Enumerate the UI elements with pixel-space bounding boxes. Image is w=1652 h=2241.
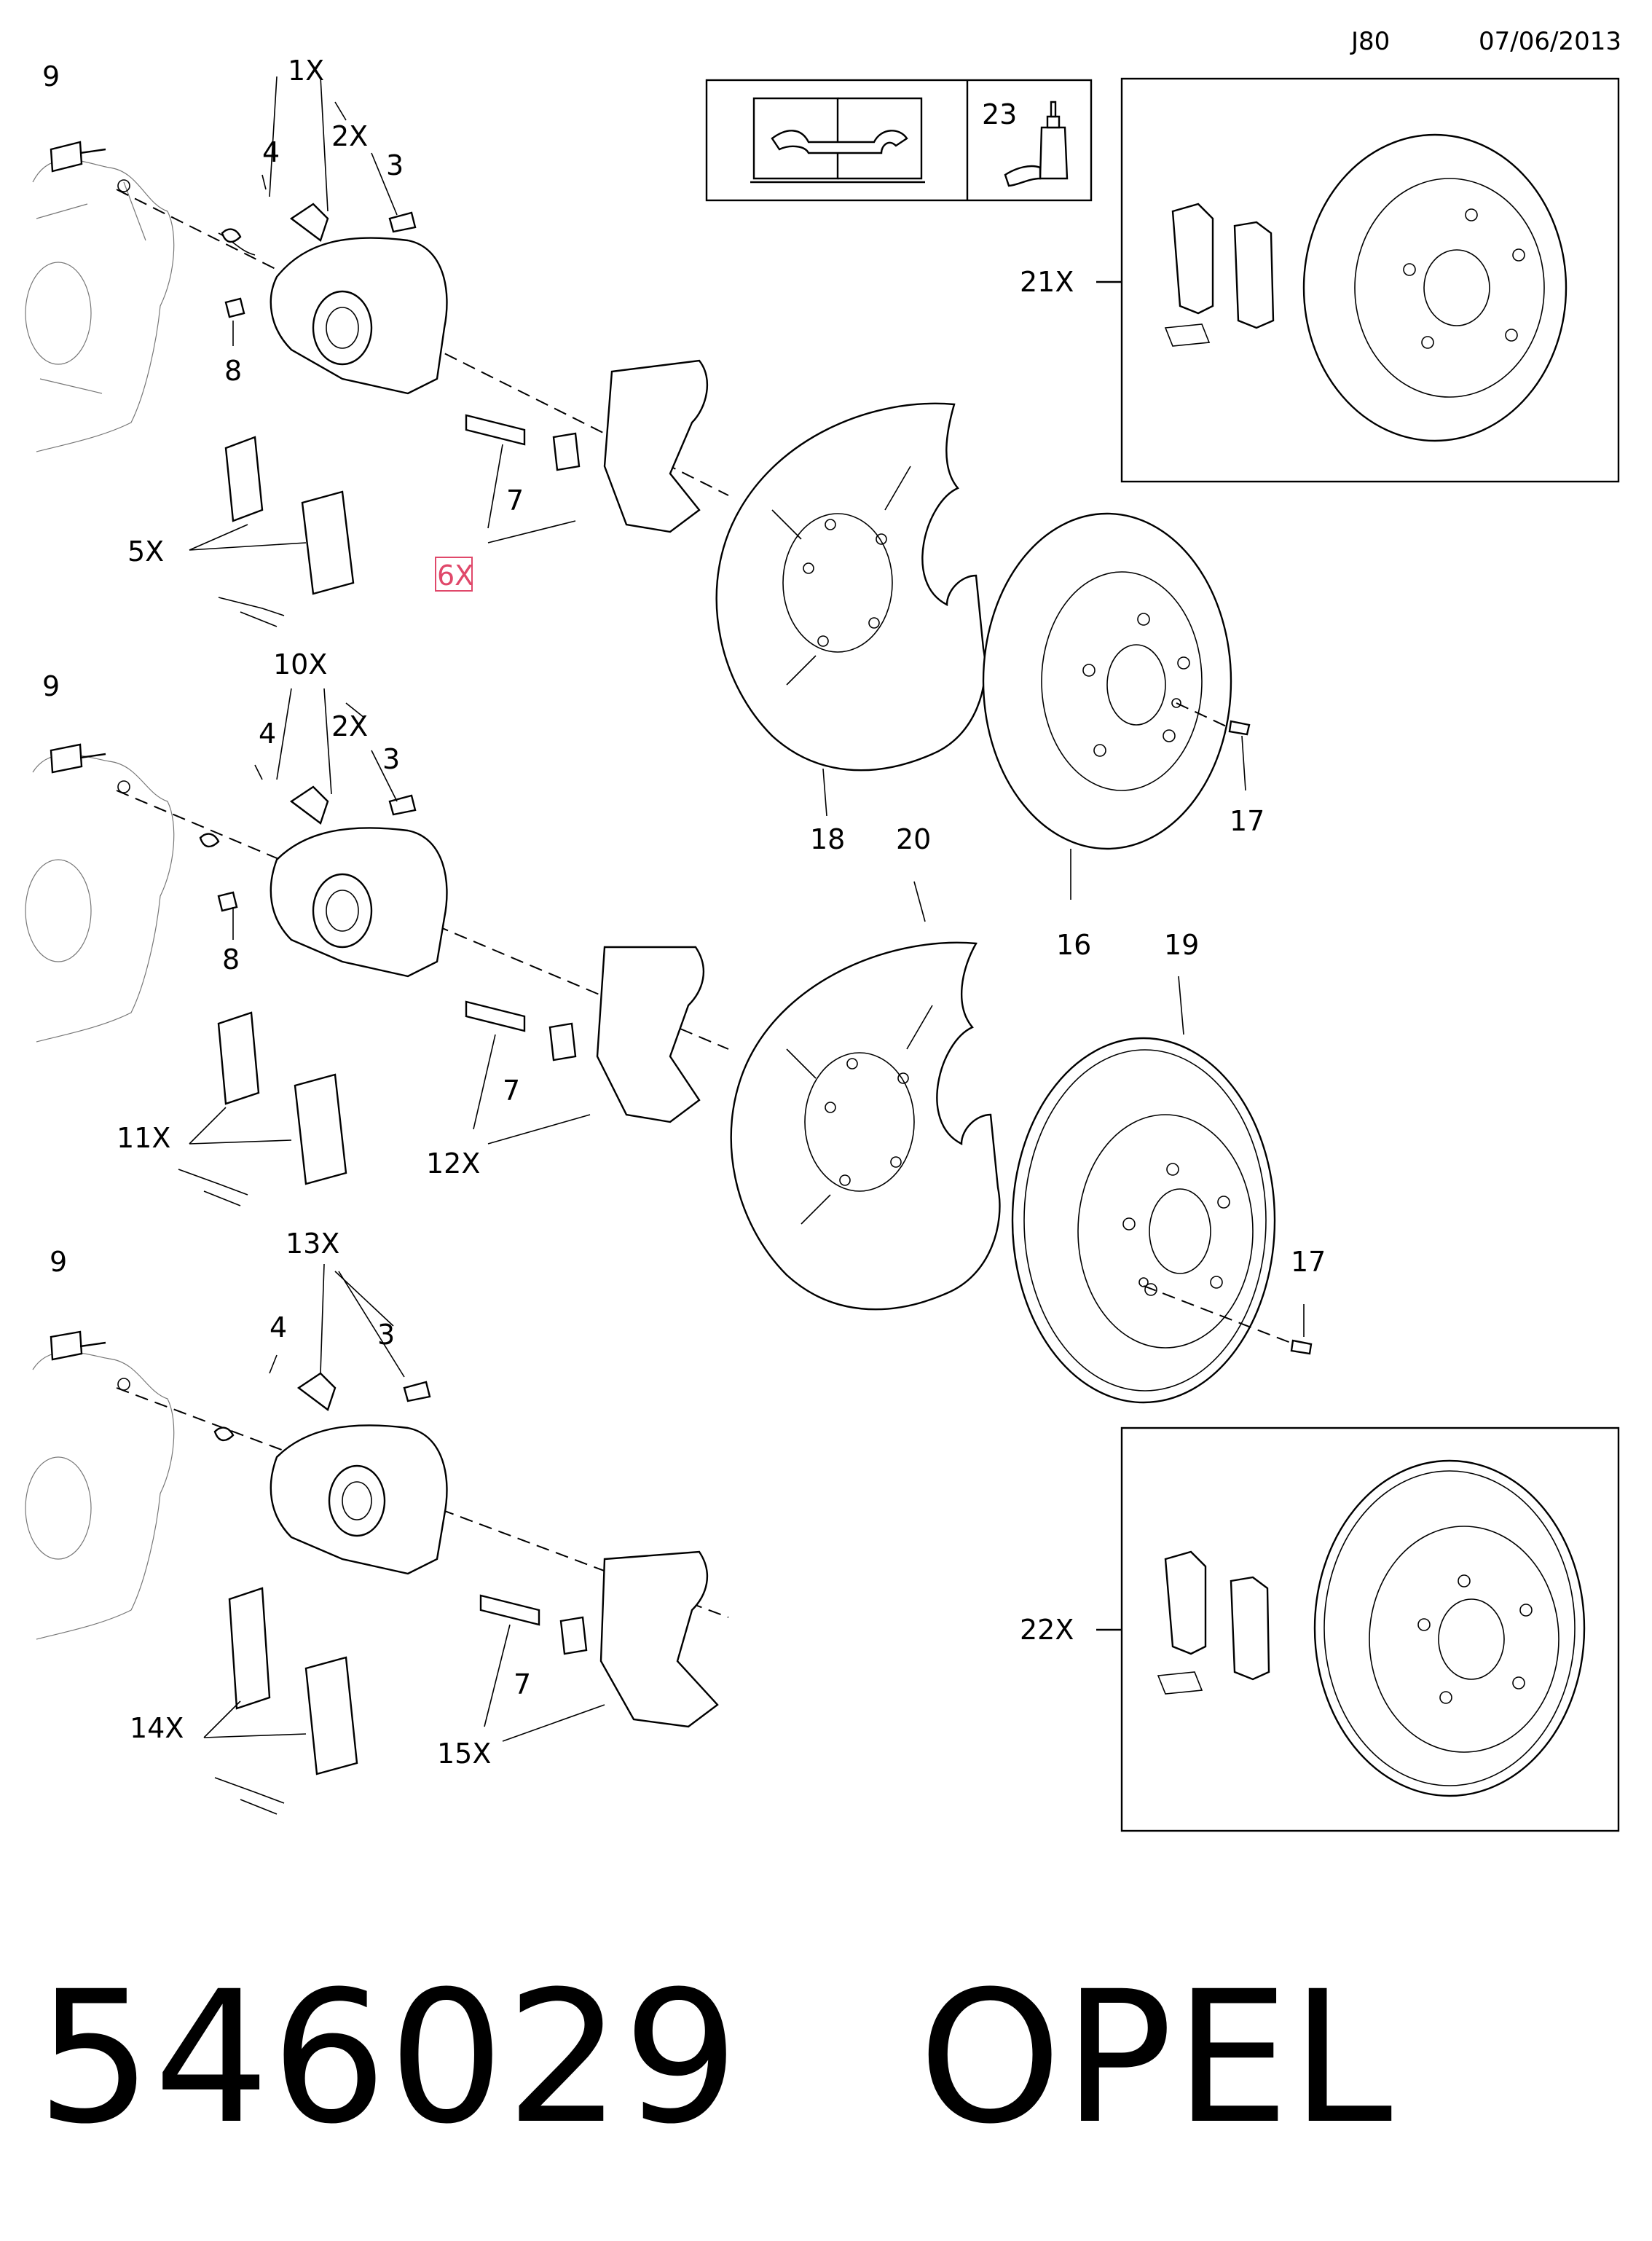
- label-20: 20: [896, 823, 931, 855]
- label-4-bottom: 4: [270, 1311, 287, 1343]
- label-8-top: 8: [224, 355, 242, 387]
- steering-knuckle-1: [25, 159, 175, 452]
- label-17-top: 17: [1230, 805, 1264, 837]
- label-1x: 1X: [288, 55, 324, 87]
- label-12x: 12X: [426, 1147, 480, 1180]
- highlight-6x: [435, 557, 473, 592]
- label-9-mid: 9: [42, 670, 60, 702]
- diagram-code: J80: [1350, 27, 1390, 56]
- lubricant-tube-icon: [1004, 101, 1069, 187]
- label-6x: 6X: [437, 560, 473, 592]
- assembly-3: [25, 1263, 729, 1815]
- part-number: 546029: [36, 1952, 741, 2164]
- repair-manual-icon: [750, 97, 925, 184]
- label-5x: 5X: [127, 535, 164, 568]
- label-16: 16: [1056, 929, 1091, 961]
- brake-disc-19: [1011, 1037, 1276, 1404]
- footer-title: 546029 OPEL: [36, 1967, 1394, 2149]
- manual-reference-box: 23: [705, 79, 1093, 202]
- label-4-mid: 4: [259, 718, 276, 750]
- dust-shield-18: [715, 402, 986, 772]
- label-23: 23: [982, 98, 1017, 130]
- label-9-top: 9: [42, 60, 60, 93]
- label-18: 18: [810, 823, 845, 855]
- label-7-bottom: 7: [514, 1668, 531, 1700]
- label-7-mid: 7: [503, 1075, 520, 1107]
- kit-box-22x: 22X: [1020, 1426, 1620, 1832]
- label-3-bottom: 3: [377, 1319, 395, 1351]
- dust-shield-20: [730, 941, 1001, 1311]
- brake-disc-16: [982, 512, 1232, 850]
- assembly-2: [25, 688, 729, 1206]
- label-14x: 14X: [130, 1712, 184, 1744]
- label-10x: 10X: [273, 648, 327, 680]
- label-13x: 13X: [286, 1228, 339, 1260]
- label-8-mid: 8: [222, 943, 240, 976]
- label-4-top: 4: [262, 136, 280, 168]
- label-3-mid: 3: [382, 743, 400, 775]
- label-19: 19: [1164, 929, 1199, 961]
- label-11x: 11X: [117, 1122, 170, 1154]
- assembly-1: [25, 76, 729, 627]
- label-9-bottom: 9: [50, 1246, 67, 1278]
- label-15x: 15X: [437, 1738, 491, 1770]
- label-17-bottom: 17: [1291, 1246, 1326, 1278]
- label-7-top: 7: [506, 484, 524, 517]
- label-2x-top: 2X: [331, 120, 368, 152]
- disc-bolt-holes: [1403, 208, 1525, 349]
- label-3-top: 3: [386, 149, 404, 181]
- diagram-date: 07/06/2013: [1479, 27, 1621, 56]
- label-2x-mid: 2X: [331, 710, 368, 742]
- label-22x: 22X: [1020, 1614, 1074, 1646]
- label-21x: 21X: [1020, 266, 1074, 298]
- brand-name: OPEL: [918, 1952, 1394, 2164]
- kit-box-21x: 21X: [1020, 77, 1620, 483]
